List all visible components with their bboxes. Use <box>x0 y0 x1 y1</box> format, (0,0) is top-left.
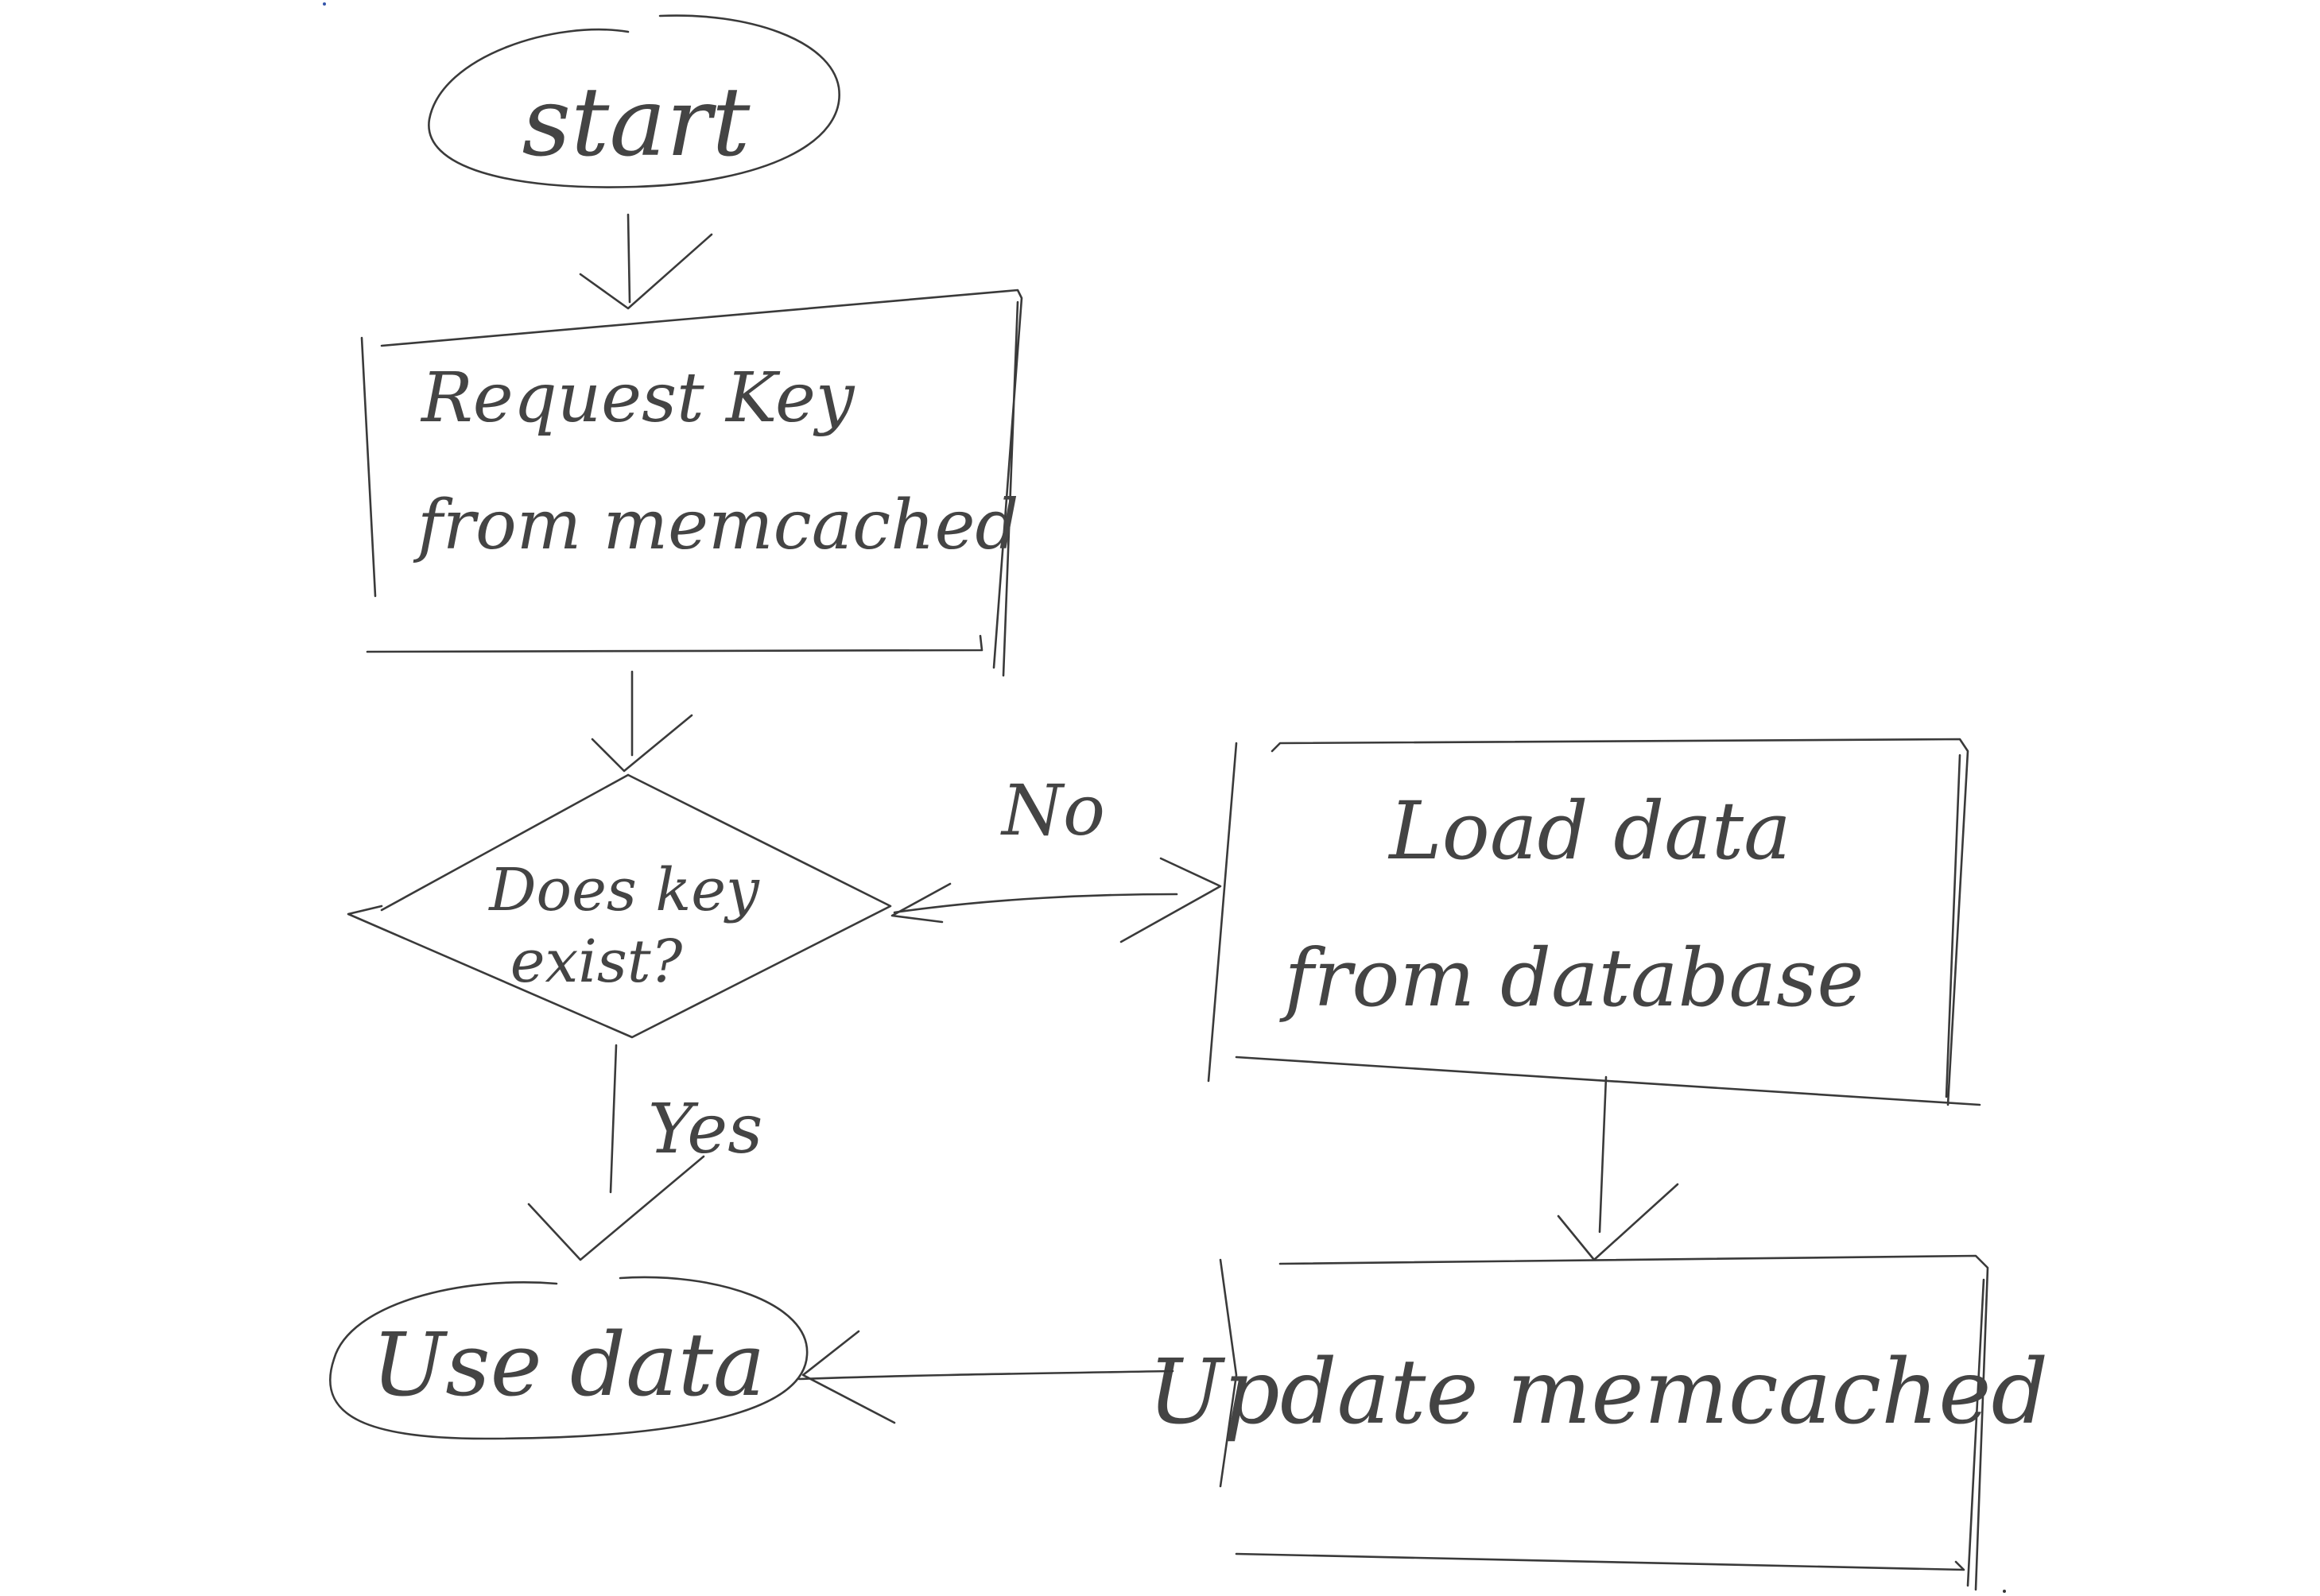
decision-node: Does key exist? <box>347 773 892 1039</box>
arrow-update-to-use <box>797 1330 1174 1424</box>
load-data-label-line1: Load data <box>1387 784 1790 877</box>
arrow-decision-to-load-no: No <box>890 769 1222 943</box>
stray-ink-dot <box>2003 1590 2006 1593</box>
request-key-box <box>360 289 1023 677</box>
request-key-label-line2: from memcached <box>413 486 1019 565</box>
use-data-label: Use data <box>372 1314 766 1416</box>
use-data-node: Use data <box>329 1276 809 1440</box>
request-key-label-line1: Request Key <box>420 358 855 438</box>
request-key-node: Request Key from memcached <box>360 289 1023 677</box>
start-ellipse <box>428 14 840 188</box>
yes-label: Yes <box>648 1090 762 1169</box>
stray-ink-dot <box>323 2 326 6</box>
decision-label-line2: exist? <box>510 928 684 996</box>
no-label: No <box>1000 769 1105 851</box>
load-data-label-line2: from database <box>1278 932 1864 1025</box>
arrow-request-to-decision <box>591 670 693 773</box>
load-data-box <box>1207 738 1981 1106</box>
use-data-ellipse <box>329 1276 809 1440</box>
update-memcached-label: Update memcached <box>1148 1341 2048 1444</box>
load-data-node: Load data from database <box>1207 738 1981 1106</box>
update-memcached-box <box>1219 1254 1989 1591</box>
arrow-start-to-request <box>579 213 713 310</box>
start-node: start <box>428 14 840 188</box>
start-label: start <box>522 68 751 178</box>
decision-label-line1: Does key <box>487 856 760 924</box>
arrow-load-to-update <box>1557 1075 1679 1261</box>
update-memcached-node: Update memcached <box>1148 1254 2048 1591</box>
decision-diamond <box>347 773 892 1039</box>
arrow-decision-to-use-yes: Yes <box>527 1044 762 1261</box>
